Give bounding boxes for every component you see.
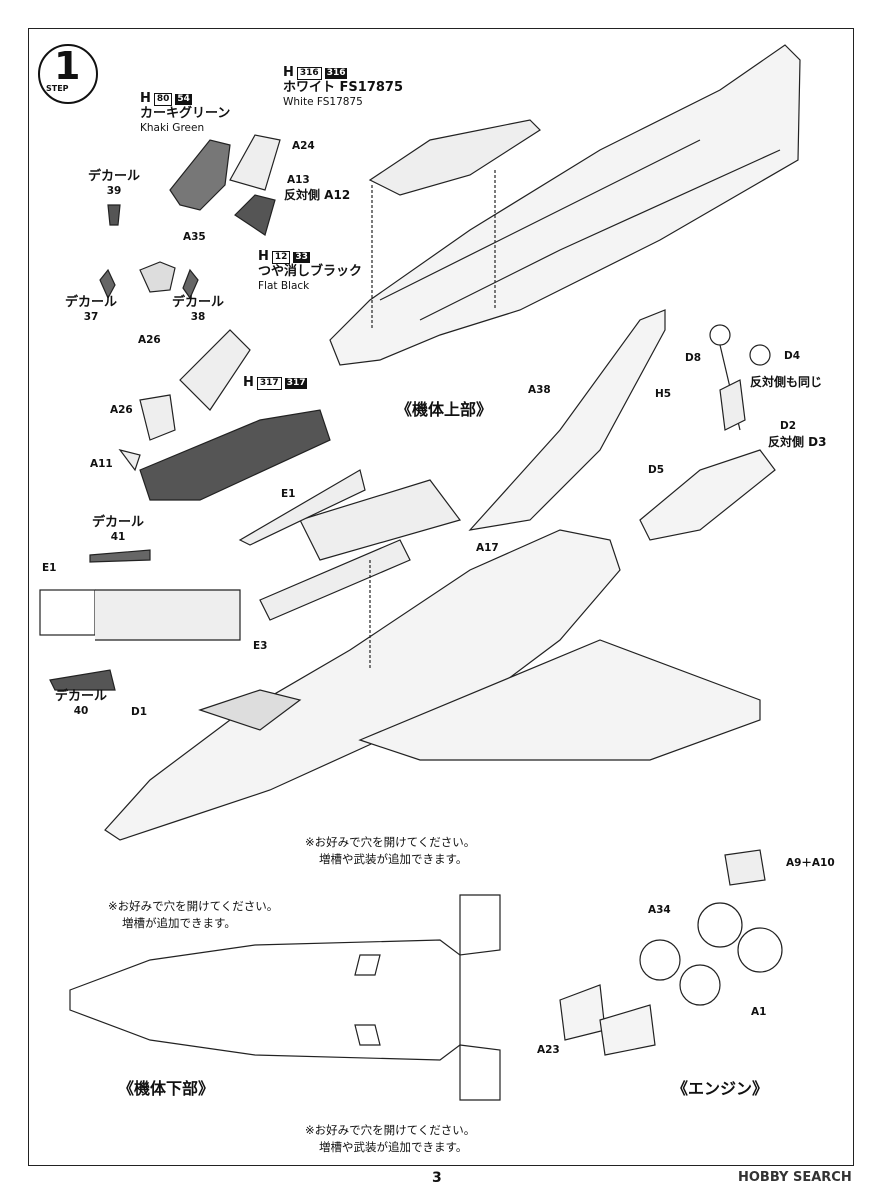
paint-white-jp: ホワイト FS17875 [283, 79, 403, 95]
part-a35: A35 [183, 231, 206, 243]
part-d1: D1 [131, 706, 148, 718]
part-a26-top: A26 [138, 334, 161, 346]
part-e1-panel: E1 [42, 562, 57, 574]
part-d4-note: 反対側も同じ [750, 375, 823, 389]
part-a9-a10: A9＋A10 [786, 857, 835, 869]
paint-khaki-en: Khaki Green [140, 121, 205, 134]
paint-black-jp: つや消しブラック [258, 263, 363, 279]
part-a17: A17 [476, 542, 499, 554]
part-a38: A38 [528, 384, 551, 396]
part-e3: E3 [253, 640, 268, 652]
part-d3: 反対側 D3 [768, 435, 827, 449]
note-top: ※お好みで穴を開けてください。 増槽や武装が追加できます。 [305, 835, 476, 866]
step-label: STEP [46, 84, 69, 93]
step-badge: 1 STEP [38, 44, 98, 104]
note-bottom: ※お好みで穴を開けてください。 増槽や武装が追加できます。 [305, 1123, 476, 1154]
section-engine: 《エンジン》 [672, 1079, 769, 1098]
part-e1: E1 [281, 488, 296, 500]
part-d5: D5 [648, 464, 665, 476]
paint-white-en: White FS17875 [283, 95, 363, 108]
page-number: 3 [432, 1170, 442, 1186]
section-lower: 《機体下部》 [118, 1079, 215, 1098]
part-a12: 反対側 A12 [284, 188, 351, 202]
part-d4: D4 [784, 350, 801, 362]
note-left: ※お好みで穴を開けてください。 増槽が追加できます。 [108, 899, 279, 930]
part-a23: A23 [537, 1044, 560, 1056]
part-a24: A24 [292, 140, 315, 152]
step-number: 1 [54, 44, 81, 88]
part-a34: A34 [648, 904, 671, 916]
section-upper: 《機体上部》 [396, 400, 493, 419]
paint-khaki-jp: カーキグリーン [140, 105, 231, 121]
part-a11: A11 [90, 458, 113, 470]
part-a1: A1 [751, 1006, 767, 1018]
part-a13: A13 [287, 174, 310, 186]
paint-black-en: Flat Black [258, 279, 310, 292]
part-d2: D2 [780, 420, 797, 432]
watermark: HOBBY SEARCH [738, 1170, 852, 1185]
part-d8: D8 [685, 352, 702, 364]
page-frame [28, 28, 854, 1166]
part-h5: H5 [655, 388, 672, 400]
part-a26-bottom: A26 [110, 404, 133, 416]
